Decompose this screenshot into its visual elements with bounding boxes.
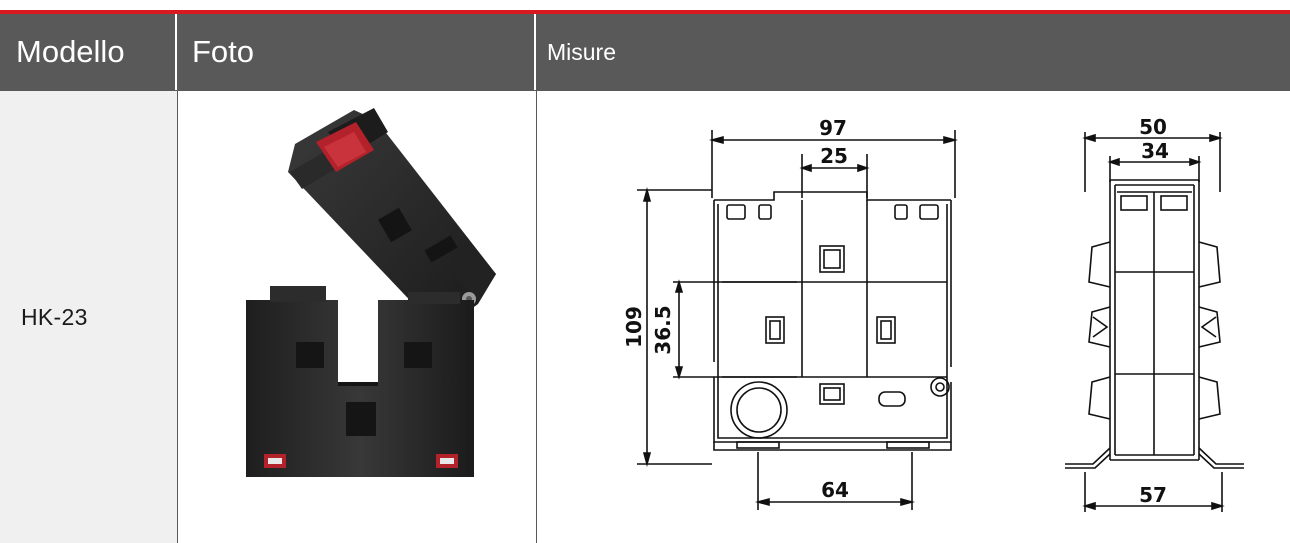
column-divider — [536, 90, 537, 543]
dim-window-width: 25 — [820, 144, 848, 168]
dim-mount-spacing: 64 — [821, 478, 849, 502]
model-cell: HK-23 — [0, 91, 177, 543]
device-base — [246, 286, 474, 477]
product-photo — [246, 108, 496, 477]
header-photo: Foto — [177, 14, 534, 90]
column-divider — [177, 90, 178, 543]
front-view: 97 25 109 36.5 64 — [622, 116, 959, 510]
dim-side-base-width: 57 — [1139, 483, 1167, 507]
header-divider — [0, 90, 1290, 91]
header-model: Modello — [0, 14, 175, 90]
dim-window-height: 36.5 — [651, 305, 675, 354]
dim-front-height: 109 — [622, 306, 646, 348]
accent-line — [0, 10, 1290, 14]
device-lid — [288, 108, 496, 332]
model-name: HK-23 — [21, 303, 88, 330]
dim-front-width: 97 — [819, 116, 847, 140]
dim-side-inner-width: 34 — [1141, 139, 1169, 163]
side-view: 50 34 57 — [1065, 115, 1244, 512]
dimension-drawing: 97 25 109 36.5 64 — [622, 115, 1244, 512]
header-dimensions: Misure — [536, 14, 1290, 90]
dim-side-width: 50 — [1139, 115, 1167, 139]
